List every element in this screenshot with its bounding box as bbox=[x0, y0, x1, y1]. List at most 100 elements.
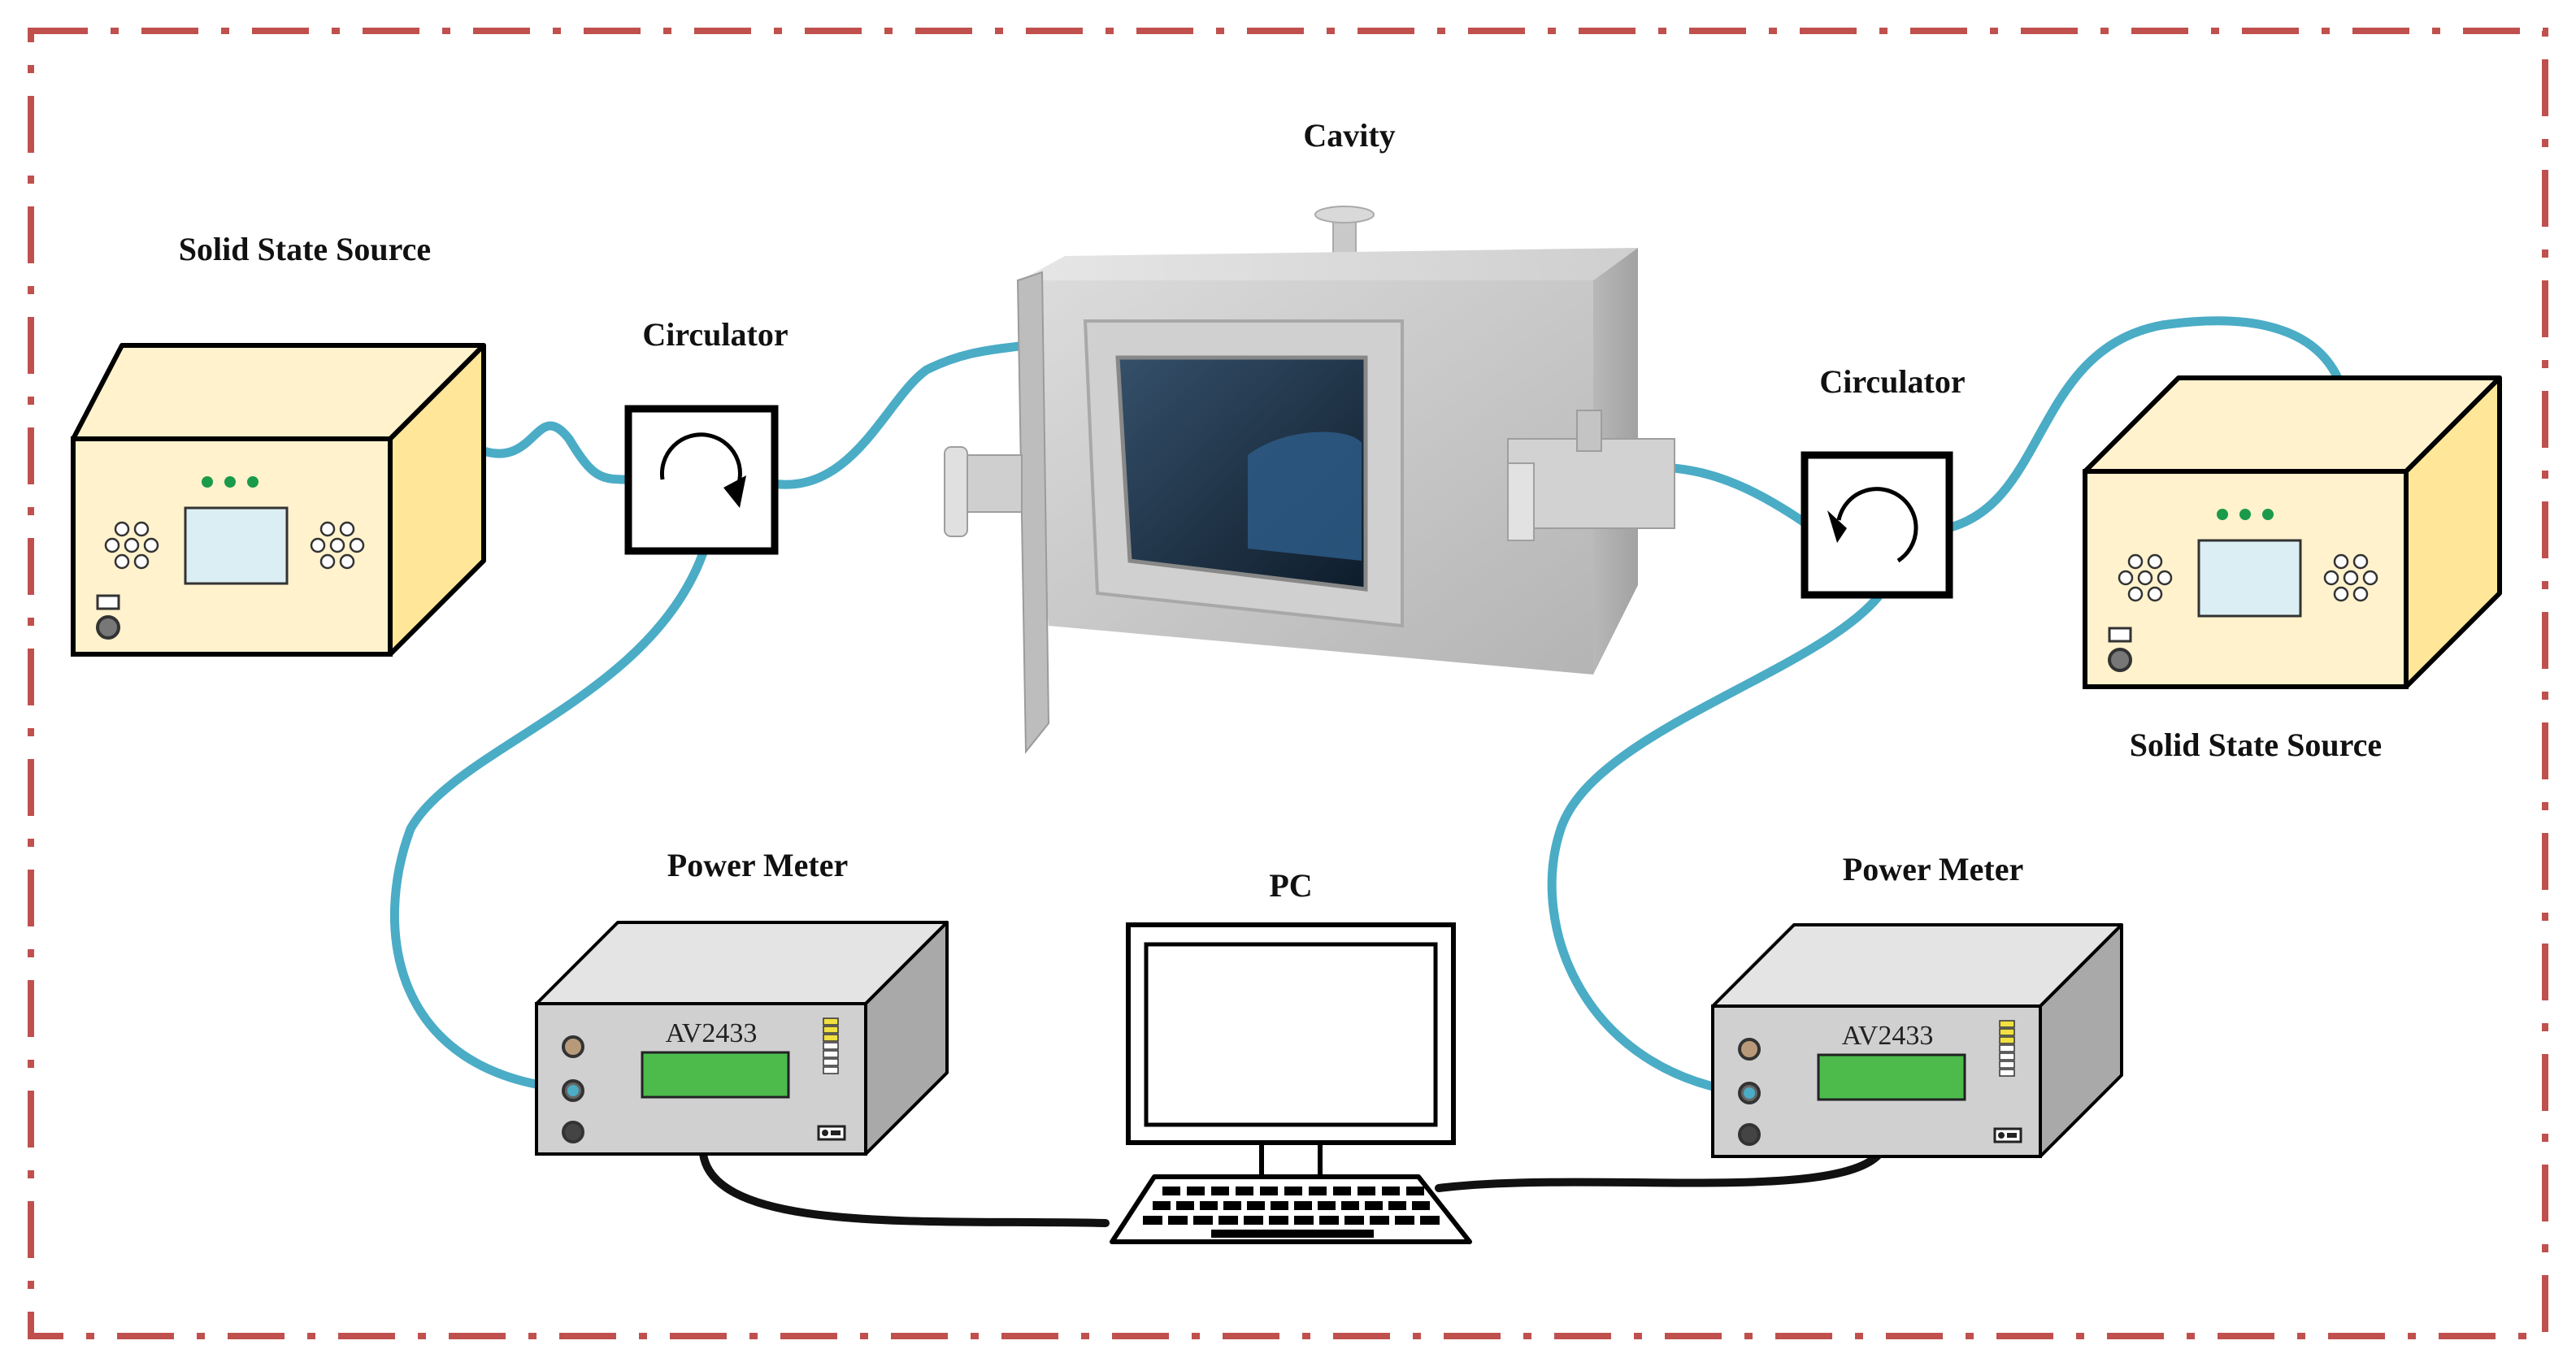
label-circulator-right: Circulator bbox=[1819, 363, 1965, 400]
keypad-icon bbox=[2118, 553, 2173, 602]
cavity-turntable bbox=[1248, 432, 1362, 561]
keyboard-key bbox=[1284, 1187, 1302, 1195]
cavity bbox=[944, 206, 1675, 754]
cavity-left-flange bbox=[944, 446, 968, 537]
keypad-icon bbox=[2323, 553, 2378, 602]
keyboard-key bbox=[1358, 1187, 1375, 1195]
pc bbox=[1110, 922, 1472, 1244]
keyboard-key bbox=[1318, 1201, 1336, 1210]
cavity-top-flange bbox=[1314, 206, 1375, 223]
power-knob-icon bbox=[2108, 648, 2132, 672]
led-icon bbox=[2239, 509, 2251, 520]
keyboard-key bbox=[1236, 1187, 1253, 1195]
monitor-screen bbox=[1144, 942, 1438, 1127]
keyboard-key bbox=[1420, 1216, 1440, 1225]
source-left-screen bbox=[184, 506, 289, 585]
cavity-right-port-face bbox=[1507, 462, 1535, 541]
keyboard-key bbox=[1333, 1187, 1351, 1195]
keyboard-key bbox=[1200, 1201, 1218, 1210]
keyboard-key bbox=[1395, 1216, 1414, 1225]
keyboard-key bbox=[1271, 1201, 1288, 1210]
led-icon bbox=[202, 476, 213, 488]
keyboard-key bbox=[1382, 1187, 1400, 1195]
keyboard-key bbox=[1406, 1187, 1424, 1195]
keyboard-key bbox=[1341, 1201, 1359, 1210]
level-bar-icon bbox=[823, 1017, 839, 1074]
keyboard-key bbox=[1370, 1216, 1389, 1225]
cable-circulator-right-to-source-right bbox=[1942, 316, 2346, 533]
label-cavity: Cavity bbox=[1303, 117, 1395, 154]
connector-icon bbox=[1738, 1038, 1761, 1061]
keyboard-spacebar bbox=[1211, 1230, 1374, 1238]
rf-cables bbox=[390, 316, 2346, 1098]
connector-icon bbox=[562, 1121, 584, 1143]
source-right-screen bbox=[2197, 539, 2302, 618]
meter-right-model: AV2433 bbox=[1842, 1021, 1934, 1051]
keyboard-key bbox=[1388, 1201, 1406, 1210]
cable-circulator-left-to-meter-left bbox=[390, 548, 708, 1094]
keyboard-key bbox=[1247, 1201, 1265, 1210]
cavity-top bbox=[1020, 248, 1638, 280]
keyboard-key bbox=[1260, 1187, 1278, 1195]
keyboard-key bbox=[1365, 1201, 1383, 1210]
label-pc: PC bbox=[1269, 867, 1312, 904]
solid-state-source-right bbox=[2083, 375, 2502, 689]
keyboard-key bbox=[1412, 1201, 1430, 1210]
led-icon bbox=[247, 476, 258, 488]
keypad-icon bbox=[104, 521, 159, 570]
led-icon bbox=[2262, 509, 2274, 520]
cable-pc-to-meter-right bbox=[1435, 1152, 1882, 1192]
power-knob-icon bbox=[96, 615, 120, 640]
monitor-stand bbox=[1259, 1140, 1323, 1179]
keyboard-key bbox=[1187, 1187, 1205, 1195]
power-switch-icon bbox=[817, 1125, 846, 1141]
cable-meter-left-to-pc bbox=[699, 1150, 1110, 1227]
keyboard-key bbox=[1162, 1187, 1180, 1195]
meter-left-model: AV2433 bbox=[666, 1018, 758, 1048]
label-meter-left: Power Meter bbox=[667, 847, 848, 883]
keyboard-key bbox=[1223, 1201, 1241, 1210]
label-source-right: Solid State Source bbox=[2130, 727, 2382, 763]
usb-port-icon bbox=[2108, 627, 2132, 643]
usb-port-icon bbox=[96, 594, 120, 610]
outer-border bbox=[28, 28, 2548, 1339]
keyboard-key bbox=[1176, 1201, 1194, 1210]
keyboard-key bbox=[1319, 1216, 1339, 1225]
power-meter-left: AV2433 bbox=[535, 921, 949, 1156]
keypad-icon bbox=[310, 521, 365, 570]
cable-circulator-left-to-cavity bbox=[767, 341, 1029, 489]
led-icon bbox=[2217, 509, 2228, 520]
keyboard-icon bbox=[1110, 1174, 1472, 1244]
solid-state-source-left bbox=[71, 343, 486, 657]
cavity-right-port bbox=[1507, 438, 1675, 529]
data-cables bbox=[699, 1150, 1882, 1227]
keyboard-key bbox=[1269, 1216, 1288, 1225]
meter-right-display bbox=[1817, 1053, 1966, 1101]
led-icon bbox=[224, 476, 236, 488]
circulator-left bbox=[624, 405, 779, 555]
cable-plug bbox=[1744, 1087, 1755, 1099]
power-meter-right: AV2433 bbox=[1711, 923, 2123, 1158]
circulator-right bbox=[1801, 451, 1953, 599]
keyboard-key bbox=[1309, 1187, 1327, 1195]
level-bar-icon bbox=[1999, 1020, 2015, 1077]
label-meter-right: Power Meter bbox=[1843, 851, 2023, 887]
keyboard-key bbox=[1244, 1216, 1263, 1225]
meter-left-display bbox=[641, 1051, 790, 1099]
label-circulator-left: Circulator bbox=[642, 316, 788, 353]
label-source-left: Solid State Source bbox=[179, 231, 431, 267]
circulator-arrow-icon bbox=[1827, 487, 1918, 563]
cavity-right-port-bracket bbox=[1576, 410, 1602, 452]
cable-circulator-right-to-meter-right bbox=[1547, 592, 1883, 1098]
connector-icon bbox=[1738, 1123, 1761, 1146]
keyboard-key bbox=[1211, 1187, 1229, 1195]
cable-source-left-to-circulator bbox=[479, 421, 635, 484]
keyboard-key bbox=[1153, 1201, 1171, 1210]
desktop-computer-icon bbox=[1126, 922, 1456, 1179]
connector-icon bbox=[562, 1035, 584, 1058]
keyboard-key bbox=[1344, 1216, 1364, 1225]
keyboard-key bbox=[1294, 1201, 1312, 1210]
cable-plug bbox=[567, 1085, 579, 1096]
